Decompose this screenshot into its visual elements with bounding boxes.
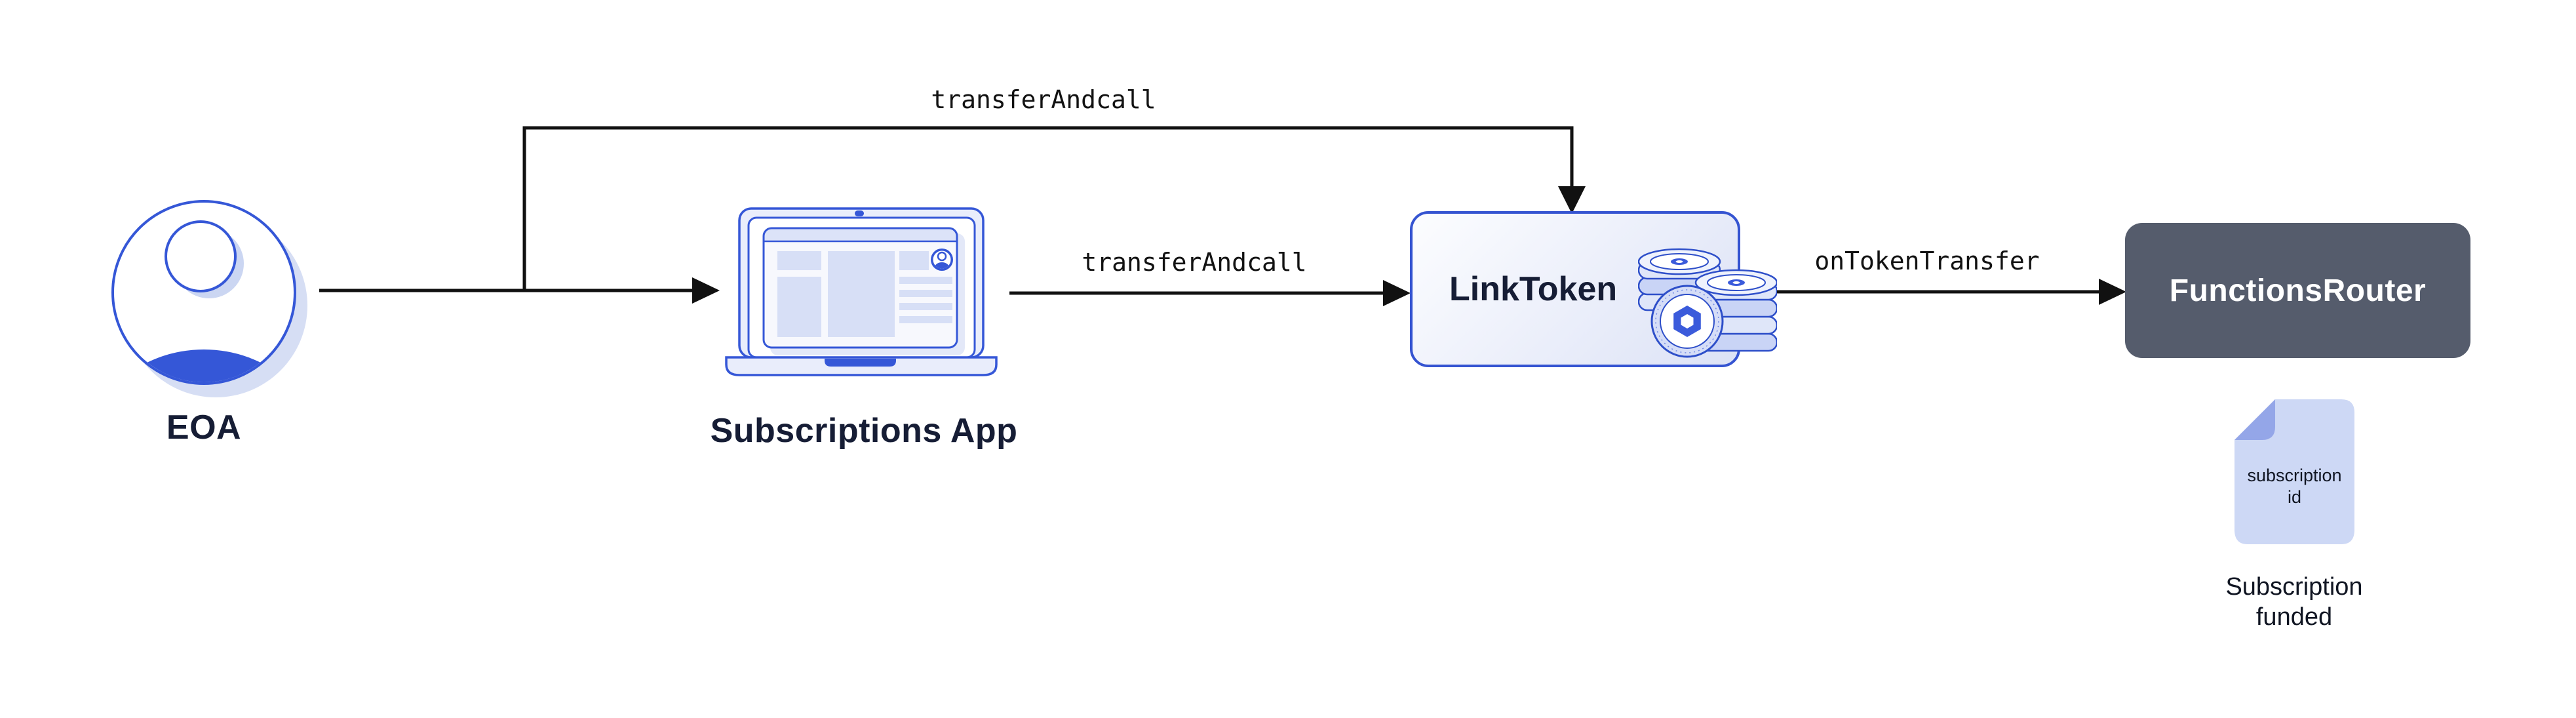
arrowhead-to-linktoken-top — [1558, 186, 1586, 214]
edge-label-bypass-transferandcall: transferAndcall — [931, 85, 1156, 114]
laptop-icon — [725, 207, 998, 376]
linktoken-label: LinkToken — [1449, 270, 1618, 308]
eoa-label: EOA — [166, 409, 242, 447]
avatar-icon — [931, 249, 953, 271]
linktoken-box: LinkToken — [1410, 211, 1777, 367]
laptop-camera-dot — [855, 210, 864, 216]
edge-label-ontokentransfer: onTokenTransfer — [1814, 247, 2040, 275]
arrow-bypass-transferandcall — [522, 126, 1574, 290]
edge-label-app-to-linktoken: transferAndcall — [1082, 248, 1307, 277]
browser-titlebar — [764, 228, 957, 241]
subscription-id-text: subscription id — [2247, 466, 2342, 507]
eoa-head — [165, 220, 237, 292]
subscriptions-app-label: Subscriptions App — [710, 412, 1018, 450]
functionsrouter-box: FunctionsRouter — [2125, 223, 2470, 358]
document-fold-corner — [2234, 399, 2275, 440]
link-coins-icon — [1638, 248, 1777, 358]
chainlink-hexagon-coin — [1650, 285, 1724, 358]
subscription-funded-caption: Subscription funded — [2225, 573, 2363, 631]
arrowhead-to-linktoken — [1383, 280, 1411, 306]
subscription-document: subscription id — [2233, 398, 2356, 546]
document-icon — [2234, 399, 2354, 544]
browser-content-blocks — [777, 251, 952, 337]
arrowhead-to-app — [692, 277, 720, 304]
arrowhead-to-router — [2099, 279, 2126, 305]
eoa-user-icon — [111, 200, 307, 397]
laptop-base-notch — [825, 359, 896, 367]
functionsrouter-label: FunctionsRouter — [2169, 273, 2427, 308]
